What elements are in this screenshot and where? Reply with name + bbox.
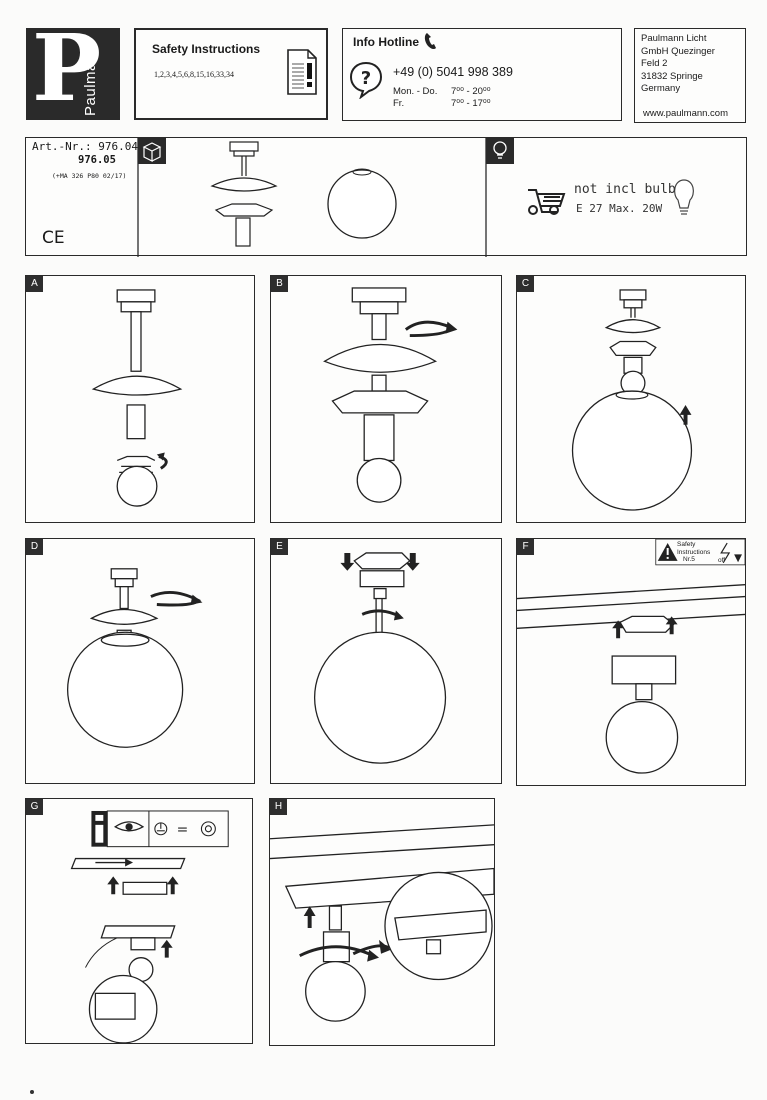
step-panel-b: B xyxy=(270,275,502,523)
step-h-illustration xyxy=(270,824,494,1022)
address-line: Paulmann Licht xyxy=(641,33,707,44)
bulb-icon xyxy=(493,141,507,159)
step-b-illustration xyxy=(323,287,458,503)
product-info-box: Art.-Nr.: 976.04 976.05 (+MA 326 P80 02/… xyxy=(25,137,747,257)
eye-icon xyxy=(114,821,145,832)
step-label: D xyxy=(26,539,43,555)
logo-letter: P xyxy=(32,14,102,122)
address-box: Paulmann Licht GmbH Quezinger Feld 2 318… xyxy=(634,28,746,123)
article-note: (+MA 326 P80 02/17) xyxy=(52,172,127,180)
page-mark xyxy=(30,1090,34,1094)
address-line: Germany xyxy=(641,83,681,94)
info-row-illustrations xyxy=(137,138,694,257)
safety-instructions-box: Safety Instructions 1,2,3,4,5,6,8,15,16,… xyxy=(134,28,328,120)
bulb-spec: E 27 Max. 20W xyxy=(576,202,663,215)
website-link[interactable]: www.paulmann.com xyxy=(643,107,729,119)
hotline-title: Info Hotline xyxy=(353,35,419,49)
hotline-row: Mon. - Do. 7⁰⁰ - 20⁰⁰ xyxy=(393,86,491,97)
step-e-illustration xyxy=(313,552,447,764)
hotline-phone: +49 (0) 5041 998 389 xyxy=(393,65,513,79)
step-f-illustration xyxy=(517,539,745,774)
hotline-day: Fr. xyxy=(393,98,405,109)
paulmann-logo: P Paulmann xyxy=(26,22,120,120)
shopping-cart-icon xyxy=(528,189,566,215)
svg-text:=: = xyxy=(177,822,189,838)
step-panel-g: = G xyxy=(25,798,253,1044)
step-label: A xyxy=(26,276,43,292)
document-warning-icon xyxy=(287,49,317,95)
safety-numbers: 1,2,3,4,5,6,8,15,16,33,34 xyxy=(154,70,234,79)
globe-shade-illustration xyxy=(327,169,397,239)
logo-brand: Paulmann xyxy=(82,44,99,116)
step-label: B xyxy=(271,276,288,292)
step-panel-d: D xyxy=(25,538,255,784)
step-label: C xyxy=(517,276,534,292)
earth-symbol-icon xyxy=(154,822,168,836)
ce-mark: CE xyxy=(42,228,65,248)
hotline-time: 7⁰⁰ - 17⁰⁰ xyxy=(451,98,491,109)
svg-text:?: ? xyxy=(361,68,371,89)
warning-number: Nr.5 xyxy=(683,556,695,563)
article-number: Art.-Nr.: 976.04 xyxy=(32,140,138,153)
step-label: F xyxy=(517,539,534,555)
step-panel-c: C xyxy=(516,275,746,523)
package-icon xyxy=(142,142,162,162)
question-bubble-icon: ? xyxy=(349,61,383,99)
lamp-parts-illustration xyxy=(210,141,278,247)
warning-title: Safety Instructions xyxy=(677,541,711,556)
warning-triangle-icon xyxy=(657,543,678,561)
step-a-illustration xyxy=(91,289,183,507)
address-line: Feld 2 xyxy=(641,58,668,69)
step-label: E xyxy=(271,539,288,555)
bulb-note: not incl bulb xyxy=(574,182,676,197)
step-g-illustration: = xyxy=(70,810,229,1043)
step-panel-e: E xyxy=(270,538,502,784)
step-panel-f: Safety Instructions Nr.5 off F xyxy=(516,538,746,786)
warning-off: off xyxy=(718,557,726,564)
step-panel-h: H xyxy=(269,798,495,1046)
hotline-day: Mon. - Do. xyxy=(393,86,438,97)
power-off-icon xyxy=(720,542,742,564)
phone-icon xyxy=(424,33,436,50)
step-panel-a: A xyxy=(25,275,255,523)
hotline-time: 7⁰⁰ - 20⁰⁰ xyxy=(451,86,491,97)
step-c-illustration xyxy=(571,289,693,511)
article-number-second: 976.05 xyxy=(78,154,116,166)
safety-title: Safety Instructions xyxy=(152,42,261,56)
address-line: GmbH Quezinger xyxy=(641,45,715,57)
info-hotline-box: Info Hotline ? +49 (0) 5041 998 389 Mon.… xyxy=(342,28,622,121)
address-line: 31832 Springe xyxy=(641,70,703,82)
step-label: H xyxy=(270,799,287,815)
step-label: G xyxy=(26,799,43,815)
hotline-row: Fr. 7⁰⁰ - 17⁰⁰ xyxy=(393,98,491,109)
double-circle-icon xyxy=(200,821,216,837)
step-d-illustration xyxy=(66,568,203,748)
lightbulb-icon xyxy=(674,179,694,215)
